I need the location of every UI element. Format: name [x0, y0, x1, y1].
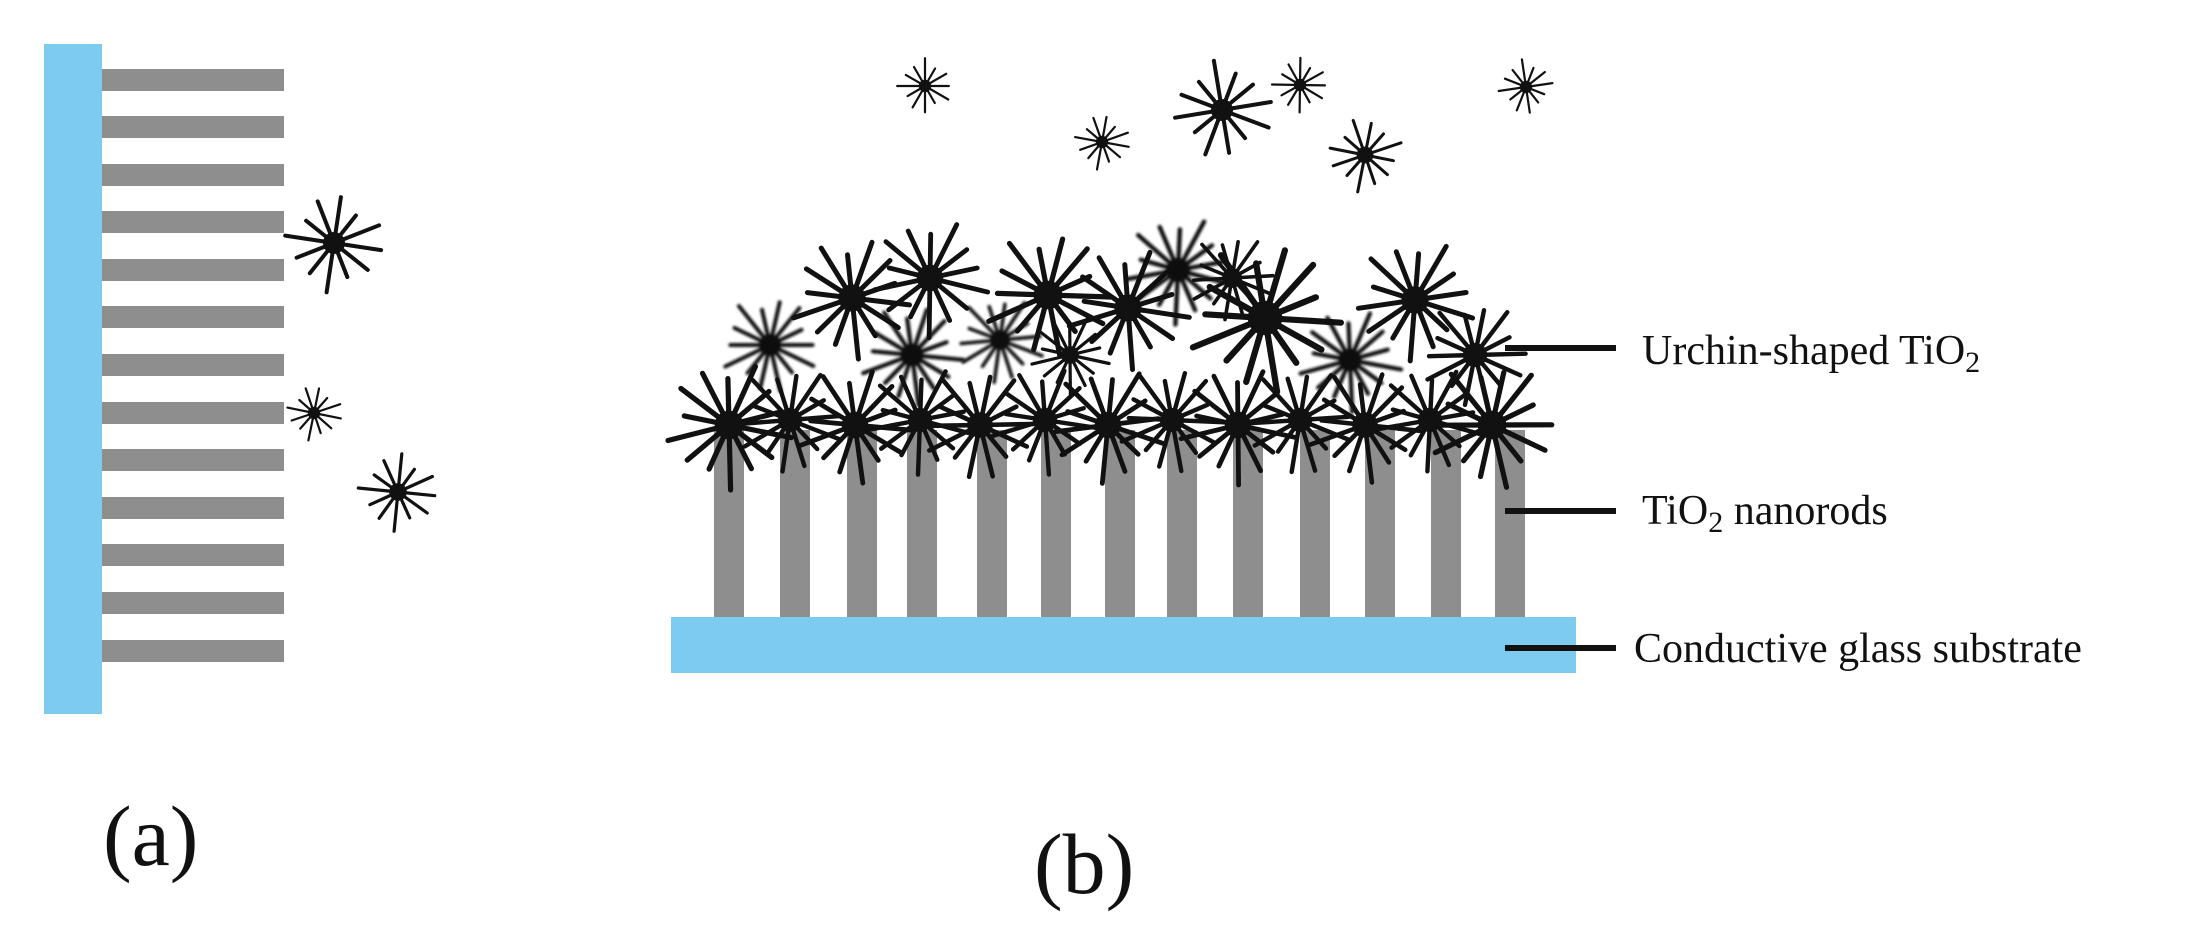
- urchin-core: [714, 410, 744, 440]
- urchin-icon: [861, 307, 966, 408]
- urchin-core: [1401, 286, 1429, 314]
- nanorod-horizontal: [102, 497, 284, 519]
- urchin-icon: [286, 387, 342, 442]
- urchin-icon: [1173, 58, 1273, 157]
- panel-b-urchin-layer: [665, 219, 1555, 493]
- nanorod-vertical: [1300, 430, 1330, 620]
- urchin-core: [990, 330, 1010, 350]
- nanorod-vertical: [1167, 430, 1197, 620]
- urchin-core: [323, 232, 345, 254]
- urchin-icon: [1073, 115, 1130, 171]
- nanorod-horizontal: [102, 211, 284, 233]
- substrate-label: Conductive glass substrate: [1634, 626, 2082, 672]
- urchin-core: [907, 407, 933, 433]
- urchin-icon: [283, 195, 384, 295]
- nanorod-horizontal: [102, 592, 284, 614]
- urchin-label-text: Urchin-shaped TiO: [1642, 328, 1965, 374]
- panel-a-label: (a): [103, 788, 198, 884]
- urchin-core: [1061, 346, 1079, 364]
- urchin-core: [838, 284, 866, 312]
- urchin-icon: [740, 372, 844, 474]
- nanorods-label-text: TiO: [1642, 488, 1708, 534]
- urchin-core: [1114, 294, 1142, 322]
- urchin-core: [1352, 412, 1378, 438]
- nanorod-horizontal: [102, 69, 284, 91]
- urchin-core: [1165, 257, 1191, 283]
- urchin-icon: [866, 369, 975, 477]
- nanorod-vertical: [847, 430, 877, 620]
- urchin-icon: [665, 363, 794, 493]
- nanorods-label: TiO2 nanorods: [1642, 488, 1888, 539]
- panel-b-label: (b): [1034, 816, 1134, 912]
- panel-a-substrate: [44, 44, 102, 714]
- nanorod-horizontal: [102, 354, 284, 376]
- urchin-core: [1247, 300, 1283, 336]
- panel-b-free-urchins: [896, 56, 1554, 194]
- panel-a: [44, 44, 437, 714]
- urchin-core: [1417, 407, 1443, 433]
- nanorod-horizontal: [102, 116, 284, 138]
- urchin-core: [1159, 407, 1185, 433]
- nanorod-horizontal: [102, 640, 284, 662]
- urchin-icon: [1030, 317, 1111, 397]
- urchin-core: [759, 334, 781, 356]
- urchin-icon: [1308, 372, 1424, 485]
- urchin-core: [918, 79, 932, 93]
- nanorod-horizontal: [102, 402, 284, 424]
- urchin-icon: [356, 452, 437, 533]
- urchin-icon: [1497, 58, 1554, 114]
- urchin-core: [1356, 146, 1374, 164]
- urchin-core: [916, 264, 944, 292]
- urchin-icon: [1249, 373, 1351, 475]
- urchin-core: [1293, 78, 1307, 92]
- urchin-label: Urchin-shaped TiO2: [1642, 328, 1980, 379]
- urchin-core: [1477, 410, 1507, 440]
- panel-b-substrate: [671, 617, 1576, 673]
- nanorod-horizontal: [102, 259, 284, 281]
- urchin-icon: [1355, 243, 1476, 364]
- panel-a-nanorods: [102, 69, 284, 662]
- urchin-icon: [1270, 56, 1327, 114]
- urchin-core: [1094, 411, 1122, 439]
- urchin-core: [967, 412, 993, 438]
- urchin-core: [1287, 407, 1313, 433]
- nanorods-label-text-after: nanorods: [1723, 488, 1887, 534]
- urchin-core: [307, 406, 321, 420]
- urchin-icon: [872, 222, 991, 341]
- urchin-icon: [1119, 371, 1228, 474]
- urchin-core: [1519, 80, 1533, 94]
- urchin-icon: [1432, 369, 1555, 490]
- urchin-icon: [1328, 118, 1403, 194]
- urchin-core: [1032, 407, 1058, 433]
- urchin-core: [841, 411, 869, 439]
- urchin-icon: [1066, 249, 1192, 372]
- urchin-icon: [926, 374, 1037, 480]
- urchin-icon: [896, 57, 950, 114]
- urchin-core: [777, 407, 803, 433]
- urchin-icon: [723, 300, 816, 393]
- urchin-core: [1462, 342, 1488, 368]
- panel-a-urchins: [283, 195, 437, 533]
- nanorods-label-subscript: 2: [1708, 506, 1723, 539]
- urchin-label-subscript: 2: [1965, 346, 1980, 379]
- urchin-core: [1095, 135, 1109, 149]
- nanorod-horizontal: [102, 449, 284, 471]
- nanorod-horizontal: [102, 164, 284, 186]
- urchin-core: [1211, 99, 1233, 121]
- urchin-core: [1224, 411, 1252, 439]
- urchin-core: [1033, 280, 1063, 310]
- panel-b: Urchin-shaped TiO2 TiO2 nanorods Conduct…: [665, 56, 2082, 673]
- nanorod-vertical: [907, 430, 937, 620]
- urchin-icon: [1125, 219, 1233, 327]
- nanorod-vertical: [977, 430, 1007, 620]
- nanorod-horizontal: [102, 544, 284, 566]
- urchin-core: [1338, 348, 1362, 372]
- urchin-core: [900, 343, 924, 367]
- nanorod-vertical: [1041, 430, 1071, 620]
- nanorod-horizontal: [102, 306, 284, 328]
- urchin-core: [389, 483, 407, 501]
